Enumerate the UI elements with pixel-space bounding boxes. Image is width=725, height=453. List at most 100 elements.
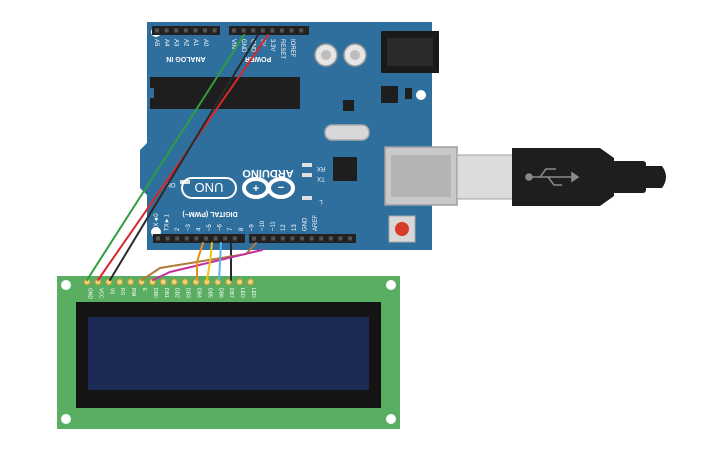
arduino-infinity-logo: + − xyxy=(242,177,295,199)
header-pin xyxy=(165,236,170,241)
lcd-pin-label: DB5 xyxy=(206,288,212,298)
header-pin xyxy=(241,28,246,33)
power-pin-label: GND xyxy=(250,39,256,53)
lcd-pin xyxy=(116,278,124,286)
header-pin xyxy=(328,236,333,241)
lcd-pin xyxy=(236,278,244,286)
header-pin xyxy=(194,236,199,241)
wire-brown xyxy=(141,242,257,281)
digital-pin-label: ~9 xyxy=(249,223,255,231)
header-pin xyxy=(223,236,228,241)
header-pin xyxy=(319,236,324,241)
svg-text:+: + xyxy=(253,183,259,195)
wire-magenta xyxy=(152,249,263,281)
lcd-pin-label: LED xyxy=(250,288,256,298)
header-pin xyxy=(183,28,188,33)
digital-header-low xyxy=(153,234,245,243)
digital-pin-label: 4 xyxy=(196,227,202,231)
atmega-chip xyxy=(150,77,300,109)
header-pin xyxy=(213,236,218,241)
crystal xyxy=(324,124,370,141)
analog-pin-label: A2 xyxy=(182,39,188,47)
header-pin xyxy=(271,236,276,241)
analog-pin-label: A3 xyxy=(173,39,179,47)
power-header xyxy=(229,26,309,35)
power-pin-label: GND xyxy=(240,39,246,53)
lcd-pin-label: RS xyxy=(119,288,125,296)
usb-b-port-inner xyxy=(391,155,451,197)
power-label: POWER xyxy=(245,55,271,62)
usb-icon xyxy=(525,168,580,186)
header-pin xyxy=(175,236,180,241)
digital-pin-label: 8 xyxy=(239,227,245,231)
usb-strain-relief xyxy=(612,161,646,193)
lcd-mount-hole xyxy=(61,414,71,424)
lcd-pin xyxy=(159,278,167,286)
header-pin xyxy=(174,28,179,33)
header-pin xyxy=(184,236,189,241)
led-label-rx: RX xyxy=(317,165,325,171)
digital-pin-label: RX◄0 xyxy=(154,213,160,231)
digital-pin-label: ~6 xyxy=(218,223,224,231)
digital-label: DIGITAL (PWM~) xyxy=(182,210,237,217)
digital-pin-label: GND xyxy=(302,217,308,231)
header-pin xyxy=(203,28,207,33)
model-text: UNO xyxy=(195,180,224,195)
led-label-l: L xyxy=(319,198,323,204)
digital-pin-label: 7 xyxy=(228,227,234,231)
power-pin-label: RESET xyxy=(279,39,285,59)
wire-green xyxy=(86,34,245,281)
header-pin xyxy=(348,236,352,241)
digital-pin-label: 13 xyxy=(292,224,298,231)
digital-pin-label: AREF xyxy=(313,215,319,231)
analog-pin-label: A1 xyxy=(192,39,198,47)
wire-yellow xyxy=(206,242,213,281)
small-chip xyxy=(343,100,354,111)
lcd-pin xyxy=(170,278,178,286)
led-tx xyxy=(302,173,312,177)
header-pin xyxy=(309,236,314,241)
lcd-pin-label: DB3 xyxy=(185,288,191,298)
digital-pin-label: 2 xyxy=(175,227,181,231)
arduino-board: RX TX L ON ARDUINO + − UNO ANALOG IN POW… xyxy=(140,22,458,250)
usb-cable xyxy=(456,148,666,206)
digital-pin-label: ~5 xyxy=(207,223,213,231)
chip-notch xyxy=(150,88,154,98)
brand-text: ARDUINO xyxy=(242,167,294,179)
lcd-pin-label: V0 xyxy=(108,288,114,294)
capacitor xyxy=(321,50,331,60)
header-pin xyxy=(212,28,217,33)
header-pin xyxy=(280,236,285,241)
power-pin-label: IOREF xyxy=(289,39,295,58)
lcd-pin xyxy=(247,278,254,286)
power-jack-inner xyxy=(387,38,433,66)
header-pin xyxy=(156,236,160,241)
header-pin xyxy=(251,28,256,33)
header-pin xyxy=(290,236,295,241)
led-l xyxy=(302,196,312,200)
uno-badge xyxy=(181,177,237,199)
lcd-pin-label: DB4 xyxy=(196,288,202,298)
header-pin xyxy=(338,236,343,241)
lcd-display xyxy=(88,317,369,390)
analog-in-label: ANALOG IN xyxy=(166,55,205,62)
digital-pin-label: ~11 xyxy=(271,221,277,231)
lcd-pin xyxy=(181,278,189,286)
lcd-pin-label: VCC xyxy=(97,288,103,299)
reset-button-cap[interactable] xyxy=(395,222,409,236)
on-label: ON xyxy=(167,181,176,187)
header-pin xyxy=(193,28,198,33)
header-pin xyxy=(232,28,236,33)
lcd-pin-label: RW xyxy=(130,288,136,297)
lcd-pin-label: DB7 xyxy=(228,288,234,298)
lcd-mount-hole xyxy=(386,414,396,424)
power-pin-label: 3.3V xyxy=(269,39,275,51)
header-pin xyxy=(164,28,169,33)
usb-plug-metal xyxy=(456,154,518,200)
digital-pin-label: 12 xyxy=(281,224,287,231)
